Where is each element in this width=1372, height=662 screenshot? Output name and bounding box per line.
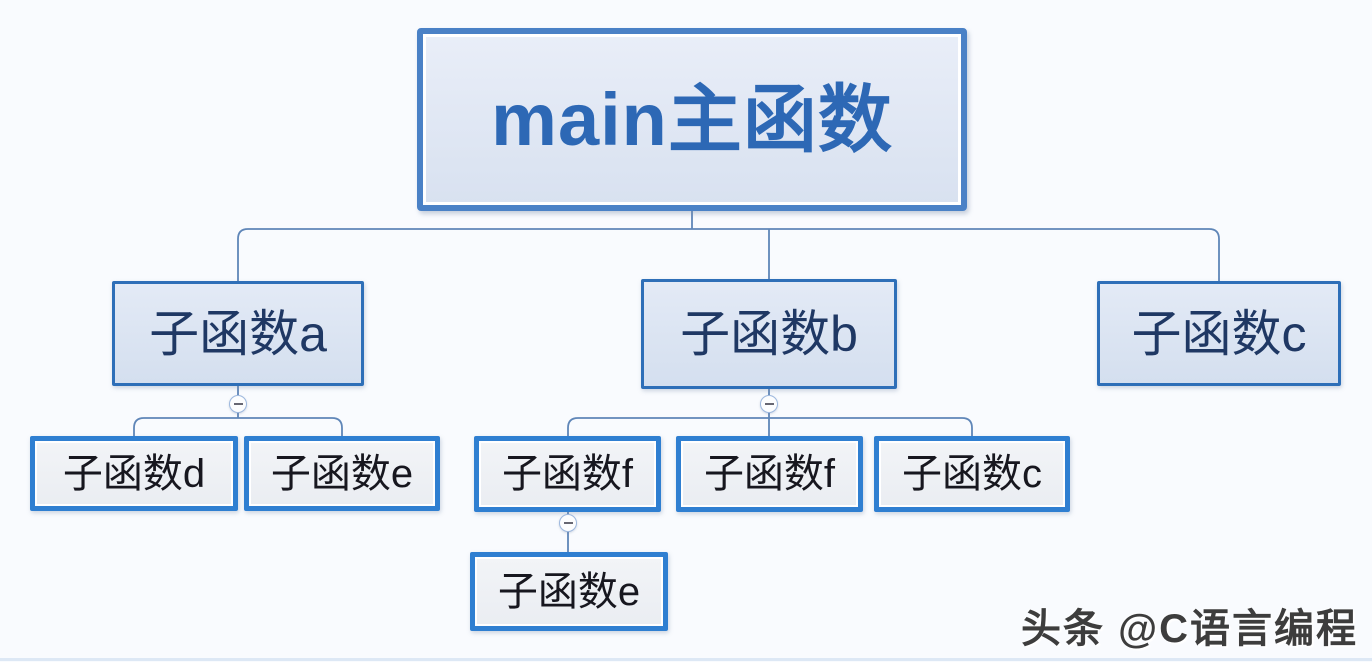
- collapse-toggle-f1[interactable]: [559, 514, 577, 532]
- node-subfunction-c2-label: 子函数c: [902, 452, 1042, 496]
- node-subfunction-e2[interactable]: 子函数e: [470, 552, 668, 631]
- node-subfunction-a[interactable]: 子函数a: [112, 281, 364, 386]
- node-subfunction-d[interactable]: 子函数d: [30, 436, 238, 511]
- connector-a-rail: [133, 417, 343, 436]
- node-subfunction-a-label: 子函数a: [149, 305, 327, 362]
- minus-icon: [233, 403, 243, 405]
- node-subfunction-f1[interactable]: 子函数f: [474, 436, 661, 512]
- node-main-function-label: main主函数: [491, 77, 893, 161]
- minus-icon: [764, 403, 774, 405]
- connector-main-rail: [237, 228, 1220, 281]
- node-subfunction-e2-label: 子函数e: [497, 569, 641, 614]
- collapse-toggle-b[interactable]: [760, 395, 778, 413]
- node-subfunction-e[interactable]: 子函数e: [244, 436, 440, 511]
- node-main-function[interactable]: main主函数: [417, 28, 967, 211]
- node-subfunction-d-label: 子函数d: [62, 451, 206, 496]
- collapse-toggle-a[interactable]: [229, 395, 247, 413]
- node-subfunction-f2-label: 子函数f: [703, 452, 836, 496]
- node-subfunction-b[interactable]: 子函数b: [641, 279, 897, 389]
- node-subfunction-c-label: 子函数c: [1131, 305, 1307, 362]
- node-subfunction-c[interactable]: 子函数c: [1097, 281, 1341, 386]
- node-subfunction-f2[interactable]: 子函数f: [676, 436, 863, 512]
- node-subfunction-f1-label: 子函数f: [501, 452, 634, 496]
- minus-icon: [563, 522, 573, 524]
- connector-b-rail: [567, 417, 973, 436]
- bottom-edge-strip: [0, 658, 1372, 661]
- watermark: 头条 @C语言编程: [1020, 607, 1358, 651]
- node-subfunction-c2[interactable]: 子函数c: [874, 436, 1070, 512]
- node-subfunction-b-label: 子函数b: [680, 306, 858, 362]
- node-subfunction-e-label: 子函数e: [270, 451, 414, 496]
